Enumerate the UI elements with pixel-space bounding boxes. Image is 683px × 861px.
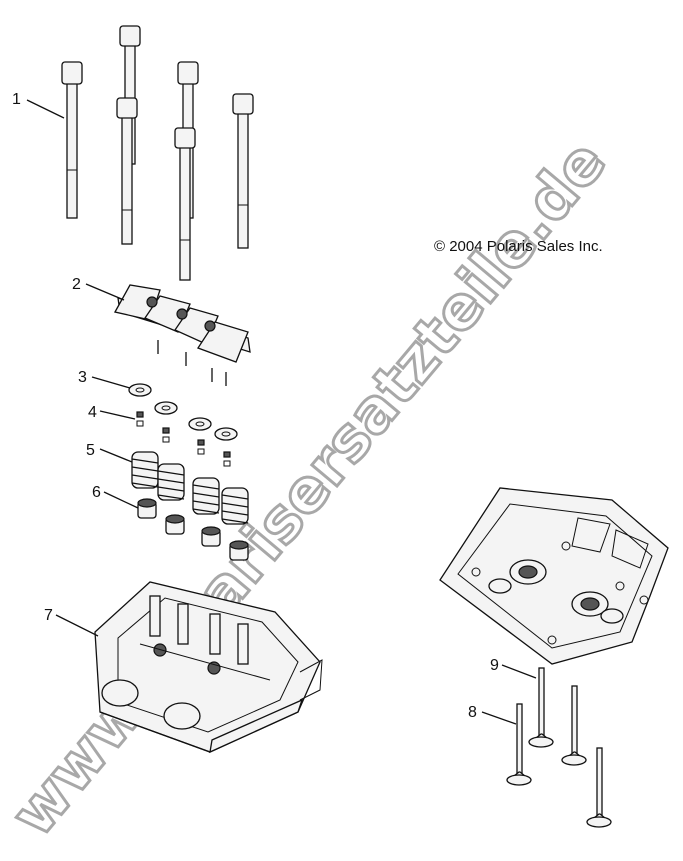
intake-valve <box>561 685 587 766</box>
callout-labels: 1 2 3 4 5 6 7 8 9 <box>12 91 499 721</box>
leader-lines <box>26 99 537 725</box>
bolt <box>174 127 196 281</box>
valve-spring-washers <box>128 383 238 441</box>
callout-4: 4 <box>88 404 97 421</box>
intake-valve <box>528 667 554 748</box>
cylinder-head-assembled <box>94 581 323 754</box>
valve-springs <box>131 451 249 525</box>
valve-keepers <box>136 411 231 467</box>
callout-6: 6 <box>92 484 101 501</box>
callout-8: 8 <box>468 704 477 721</box>
exhaust-valve <box>506 703 532 786</box>
callout-5: 5 <box>86 442 95 459</box>
cylinder-head-underside <box>439 487 669 665</box>
callout-2: 2 <box>72 276 81 293</box>
head-bolts <box>61 25 254 281</box>
bolt <box>116 97 138 245</box>
rocker-arm-assembly <box>114 284 251 386</box>
callout-3: 3 <box>78 369 87 386</box>
exhaust-valve <box>586 747 612 828</box>
callout-7: 7 <box>44 607 53 624</box>
callout-9: 9 <box>490 657 499 674</box>
bolt <box>61 61 83 219</box>
valve-seals <box>137 498 249 561</box>
callout-1: 1 <box>12 91 21 108</box>
bolt <box>232 93 254 249</box>
valves <box>506 667 612 828</box>
copyright-text: © 2004 Polaris Sales Inc. <box>434 238 603 255</box>
